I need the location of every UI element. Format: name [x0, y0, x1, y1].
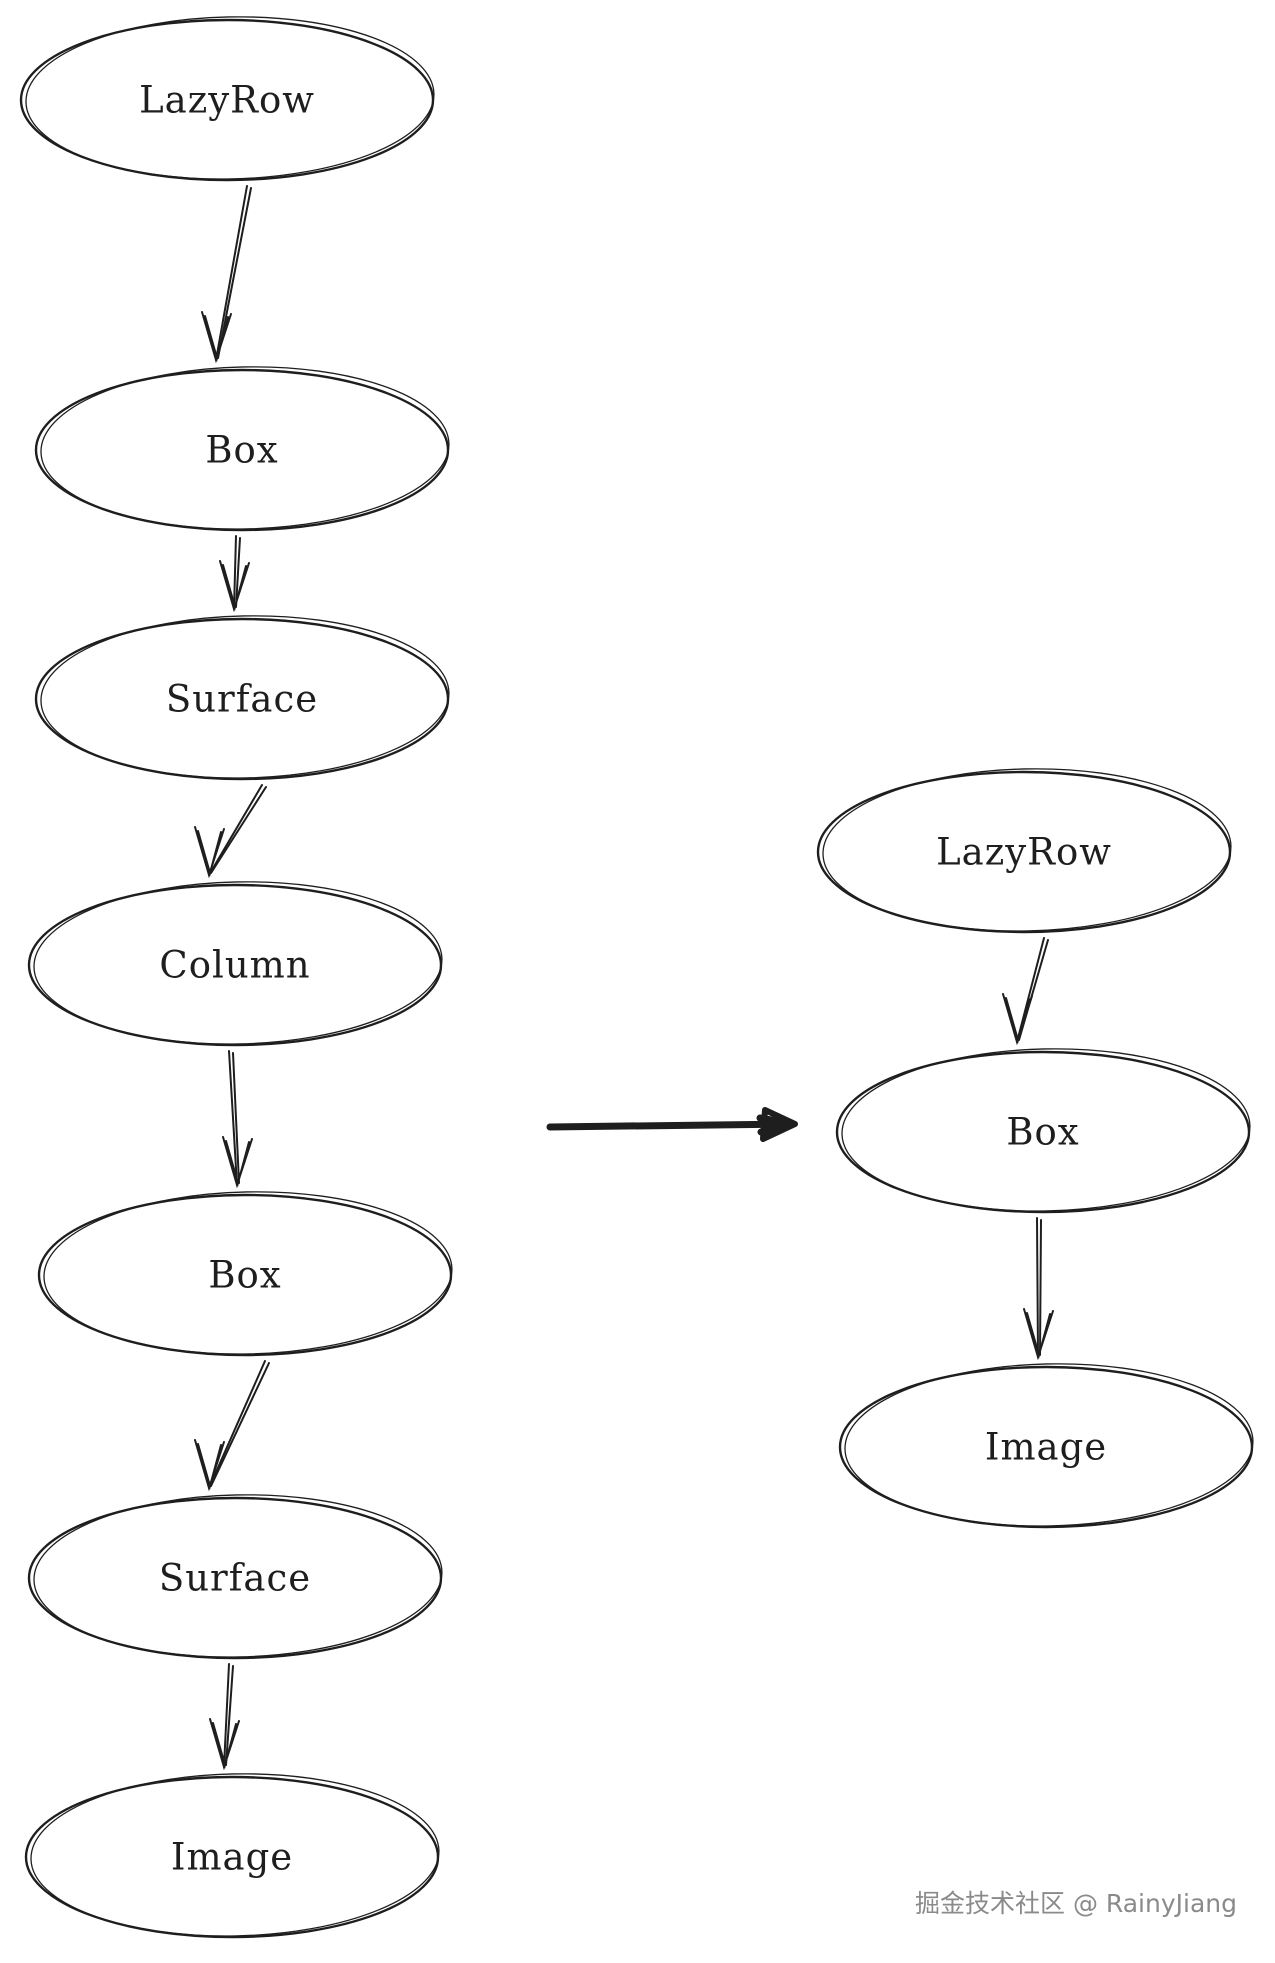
watermark: 掘金技术社区 @ RainyJiang	[915, 1889, 1237, 1918]
left-node-column-3-label: Column	[159, 944, 310, 987]
right-edge-0	[1002, 937, 1049, 1046]
left-node-box-1: Box	[34, 366, 450, 532]
left-edge-3	[222, 1050, 253, 1189]
left-edge-0	[201, 185, 252, 364]
right-node-box-1-label: Box	[1006, 1111, 1079, 1154]
left-node-lazyrow-0: LazyRow	[19, 16, 435, 182]
left-node-box-4-label: Box	[208, 1254, 281, 1297]
left-node-image-6-ellipse-stroke	[30, 1773, 440, 1937]
left-node-surface-2-ellipse-stroke	[40, 615, 450, 779]
left-edge-4	[194, 1360, 270, 1492]
left-node-surface-5-label: Surface	[159, 1557, 311, 1600]
left-node-column-3-ellipse-stroke	[33, 881, 443, 1045]
right-node-box-1-ellipse-stroke	[841, 1048, 1251, 1212]
nodes-layer: LazyRowBoxSurfaceColumnBoxSurfaceImageLa…	[19, 16, 1254, 1939]
left-node-box-4: Box	[37, 1191, 453, 1357]
right-node-image-2-label: Image	[985, 1426, 1107, 1469]
right-node-lazyrow-0-label: LazyRow	[936, 831, 1112, 874]
left-edge-1	[219, 535, 250, 613]
left-node-box-1-label: Box	[205, 429, 278, 472]
left-edge-2	[194, 784, 267, 879]
left-node-image-6-label: Image	[171, 1836, 293, 1879]
left-node-surface-5-ellipse-stroke	[33, 1494, 443, 1658]
transform-arrow	[546, 1107, 798, 1142]
right-node-image-2: Image	[838, 1363, 1254, 1529]
right-node-lazyrow-0-ellipse-stroke	[822, 768, 1232, 932]
left-node-image-6: Image	[24, 1773, 440, 1939]
right-edge-1	[1023, 1217, 1054, 1361]
left-node-box-1-ellipse-stroke	[40, 366, 450, 530]
left-node-column-3: Column	[27, 881, 443, 1047]
left-node-box-4-ellipse-stroke	[43, 1191, 453, 1355]
right-node-box-1: Box	[835, 1048, 1251, 1214]
left-edge-5	[209, 1663, 240, 1771]
left-node-surface-5: Surface	[27, 1494, 443, 1660]
right-node-lazyrow-0: LazyRow	[816, 768, 1232, 934]
right-node-image-2-ellipse-stroke	[844, 1363, 1254, 1527]
edges-layer	[194, 185, 1054, 1771]
left-node-lazyrow-0-label: LazyRow	[139, 79, 315, 122]
left-node-lazyrow-0-ellipse-stroke	[25, 16, 435, 180]
left-node-surface-2-label: Surface	[166, 678, 318, 721]
left-node-surface-2: Surface	[34, 615, 450, 781]
